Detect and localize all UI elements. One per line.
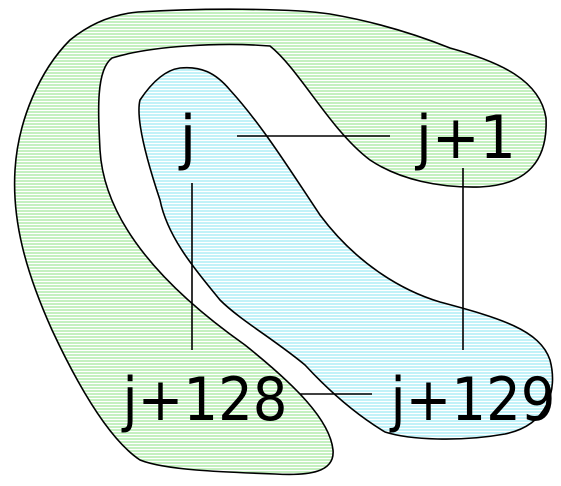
node-j-plus-128: j+128 (121, 365, 288, 435)
node-j-plus-1: j+1 (414, 103, 516, 173)
node-j-plus-129: j+129 (389, 365, 556, 435)
node-j: j (178, 103, 197, 173)
